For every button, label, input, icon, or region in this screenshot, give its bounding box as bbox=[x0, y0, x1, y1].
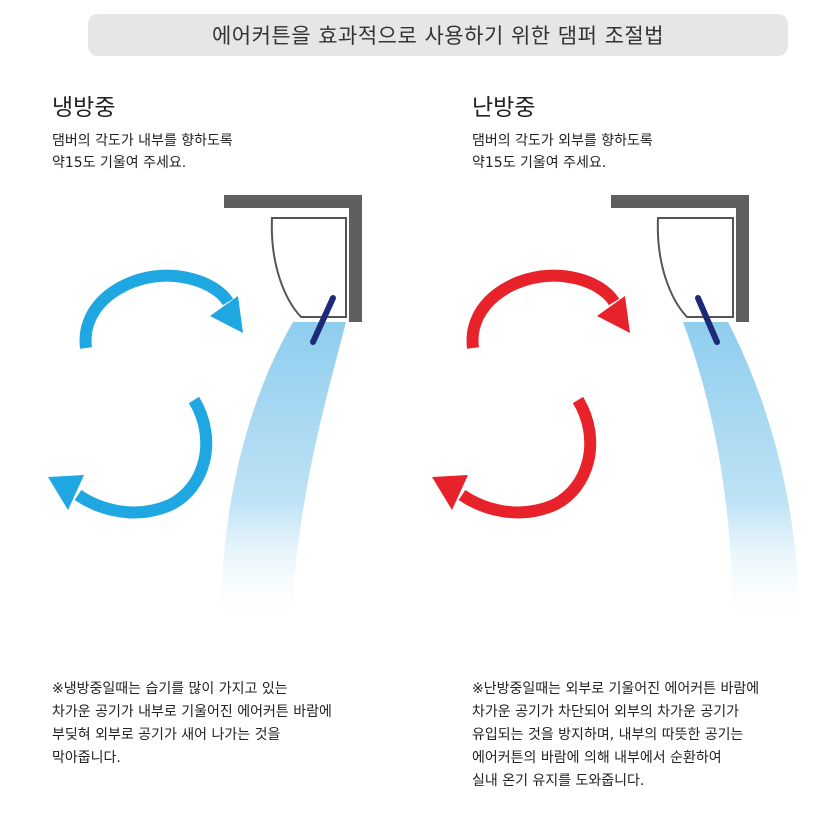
cooling-arrow-bottom-icon bbox=[74, 396, 213, 519]
cooling-note-line: 부딪혀 외부로 공기가 새어 나가는 것을 bbox=[52, 727, 281, 743]
cooling-airflow bbox=[220, 322, 346, 625]
cooling-air-curtain-icon bbox=[270, 217, 347, 318]
heating-note: ※난방중일때는 외부로 기울어진 에어커튼 바람에 차가운 공기가 차단되어 외… bbox=[472, 678, 759, 793]
heating-note-line: 유입되는 것을 방지하며, 내부의 따뜻한 공기는 bbox=[472, 727, 744, 743]
heating-note-line: 실내 온기 유지를 도와줍니다. bbox=[472, 773, 645, 789]
cooling-arrow-top-icon bbox=[79, 269, 234, 349]
heating-title: 난방중 bbox=[472, 95, 536, 121]
cooling-note: ※냉방중일때는 습기를 많이 가지고 있는 차가운 공기가 내부로 기울어진 에… bbox=[52, 678, 332, 770]
cooling-damper-icon bbox=[310, 295, 336, 345]
heating-arrow-bottom-icon bbox=[458, 396, 597, 519]
heating-arrow-top-icon bbox=[466, 269, 620, 349]
heating-air-curtain-icon bbox=[656, 217, 734, 318]
cooling-note-line: ※냉방중일때는 습기를 많이 가지고 있는 bbox=[52, 681, 288, 697]
heating-wall-icon bbox=[611, 195, 749, 322]
cooling-note-line: 차가운 공기가 내부로 기울어진 에어커튼 바람에 bbox=[52, 704, 332, 720]
heating-note-line: 차가운 공기가 차단되어 외부의 차가운 공기가 bbox=[472, 704, 739, 720]
heating-damper-icon bbox=[695, 295, 720, 345]
heating-note-line: 에어커튼의 바람에 의해 내부에서 순환하여 bbox=[472, 750, 722, 766]
heating-desc-line: 댐버의 각도가 외부를 향하도록 bbox=[472, 133, 653, 149]
cooling-note-line: 막아줍니다. bbox=[52, 750, 121, 766]
cooling-desc-line: 약15도 기울여 주세요. bbox=[52, 155, 187, 171]
cooling-title: 냉방중 bbox=[52, 95, 116, 121]
page-title-bar: 에어커튼을 효과적으로 사용하기 위한 댐퍼 조절법 bbox=[88, 14, 788, 56]
cooling-description: 댐버의 각도가 내부를 향하도록 약15도 기울여 주세요. bbox=[52, 130, 233, 174]
heating-description: 댐버의 각도가 외부를 향하도록 약15도 기울여 주세요. bbox=[472, 130, 653, 174]
cooling-wall-icon bbox=[224, 195, 362, 322]
heating-desc-line: 약15도 기울여 주세요. bbox=[472, 155, 607, 171]
cooling-diagram bbox=[48, 195, 362, 625]
heating-note-line: ※난방중일때는 외부로 기울어진 에어커튼 바람에 bbox=[472, 681, 760, 697]
page-title: 에어커튼을 효과적으로 사용하기 위한 댐퍼 조절법 bbox=[211, 24, 665, 48]
heating-airflow bbox=[683, 322, 800, 625]
cooling-desc-line: 댐버의 각도가 내부를 향하도록 bbox=[52, 133, 233, 149]
heating-diagram bbox=[432, 195, 800, 625]
